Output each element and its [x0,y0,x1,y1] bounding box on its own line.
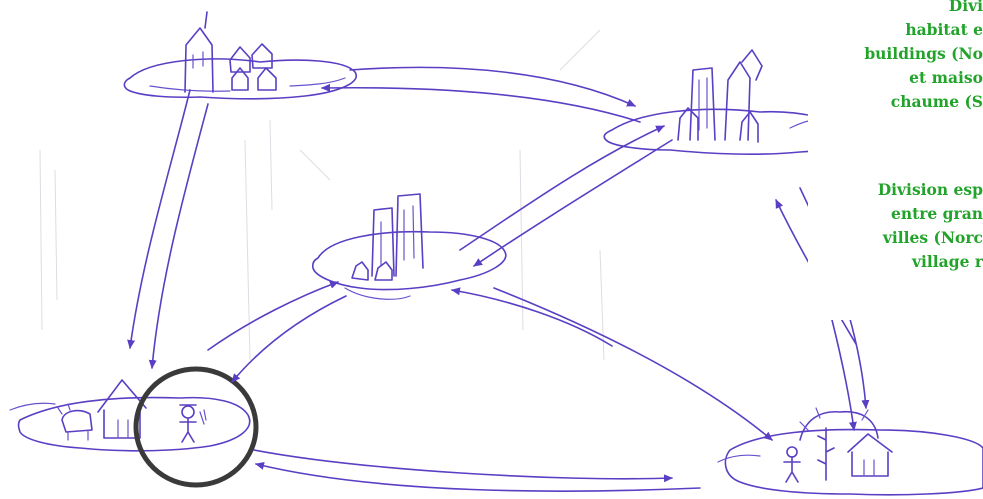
farm-island [10,380,250,451]
habitat-division-caption: Divi habitat e buildings (No et maiso ch… [864,0,983,114]
farmer-figure-icon [180,405,206,442]
old-town-church-icon [185,12,276,92]
old-town-island [124,12,356,99]
spatial-division-caption: Division esp entre gran villes (Norc vil… [878,178,983,274]
connection-arrows [130,67,866,491]
skyscraper-city-icon [678,50,762,142]
tropical-village-island [718,408,983,495]
tropical-village-icon [784,408,892,482]
farmer-highlight-circle [136,369,256,485]
farm-hut-icon [58,380,146,440]
caption-panel: Divi habitat e buildings (No et maiso ch… [808,0,983,320]
paper-bleed-through [40,30,604,360]
central-city-island [313,194,506,299]
central-city-icon [352,194,423,280]
